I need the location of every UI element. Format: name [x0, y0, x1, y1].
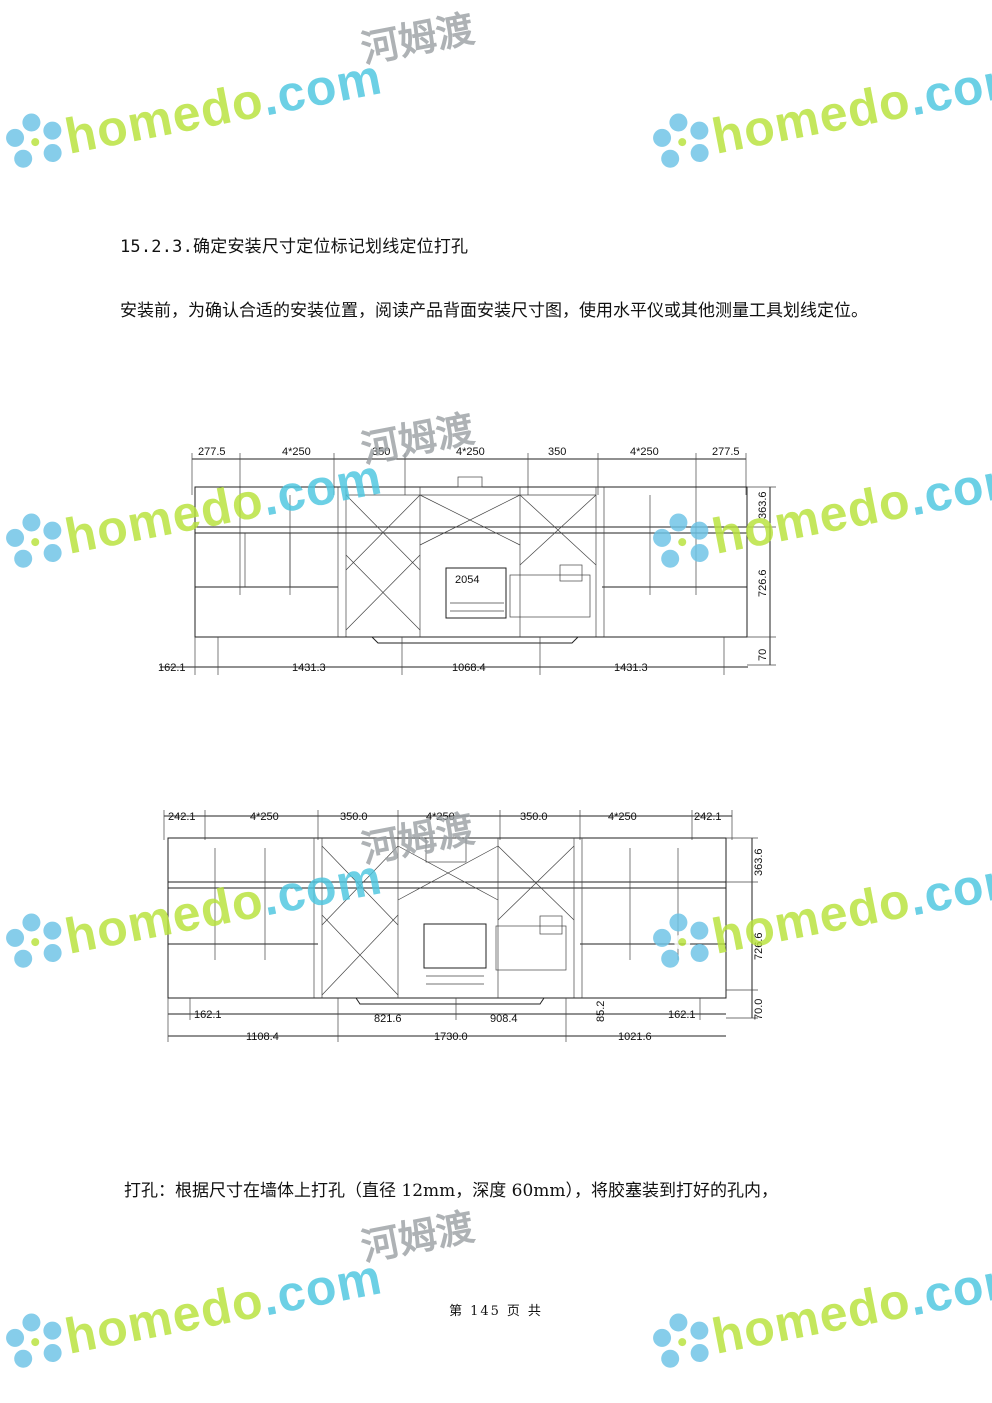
d2-right-dim-2: 726.6 — [753, 932, 765, 960]
d2-bottom-dim-4: 85.2 — [595, 1001, 607, 1022]
page-number: 145 — [470, 1304, 501, 1319]
d2-bottom-dim-3: 908.4 — [490, 1013, 518, 1025]
d2-right-dim-3: 70.0 — [753, 999, 765, 1020]
d1-top-dim-3: 350 — [372, 446, 390, 458]
d2-bottom-dim-8: 1021.6 — [618, 1031, 652, 1043]
d2-right-dim-1: 363.6 — [753, 848, 765, 876]
watermark-logo: homedo.com — [646, 45, 992, 179]
section-heading: 15.2.3.确定安装尺寸定位标记划线定位打孔 — [120, 237, 469, 257]
d1-right-dim-2: 726.6 — [757, 569, 769, 597]
d2-top-dim-7: 242.1 — [694, 811, 722, 823]
installation-drawing-1: 2054 277.5 4*250 350 4*250 350 4*250 277… — [158, 446, 776, 675]
footer-suffix: 共 — [527, 1304, 543, 1319]
watermark-text: homedo.com — [707, 48, 992, 165]
d1-top-dim-1: 277.5 — [198, 446, 226, 458]
d1-top-dim-5: 350 — [548, 446, 566, 458]
d2-bottom-dim-1: 162.1 — [194, 1009, 222, 1021]
watermark-text: homedo.com — [60, 48, 387, 165]
d1-top-dim-2: 4*250 — [282, 446, 311, 458]
flower-icon — [653, 113, 709, 168]
d2-top-dim-1: 242.1 — [168, 811, 196, 823]
d1-top-dim-6: 4*250 — [630, 446, 659, 458]
flower-icon — [6, 113, 62, 168]
footer-mid: 页 — [506, 1304, 522, 1319]
d2-bottom-dim-2: 821.6 — [374, 1013, 402, 1025]
d1-top-dim-7: 277.5 — [712, 446, 740, 458]
d2-bottom-dim-6: 1108.4 — [246, 1031, 279, 1043]
d1-bottom-dim-2: 1431.3 — [292, 662, 326, 674]
d1-bottom-dim-1: 162.1 — [158, 662, 186, 674]
installation-drawing-2: 242.1 4*250 350.0 4*250 350.0 4*250 242.… — [163, 810, 765, 1043]
watermark-cn: 河姆渡 — [357, 1204, 478, 1270]
d2-top-dim-6: 4*250 — [608, 811, 637, 823]
watermark-logo: homedo.com — [0, 45, 387, 179]
d2-bottom-dim-7: 1730.0 — [434, 1031, 468, 1043]
d1-top-dim-4: 4*250 — [456, 446, 485, 458]
footer-prefix: 第 — [449, 1304, 465, 1319]
page-footer: 第 145 页共 — [0, 1300, 992, 1319]
d2-top-dim-3: 350.0 — [340, 811, 368, 823]
d1-bottom-dim-3: 1068.4 — [452, 662, 486, 674]
d2-top-dim-2: 4*250 — [250, 811, 279, 823]
intro-paragraph: 安装前，为确认合适的安装位置，阅读产品背面安装尺寸图，使用水平仪或其他测量工具划… — [120, 301, 868, 321]
d1-bottom-dim-4: 1431.3 — [614, 662, 648, 674]
d1-right-dim-3: 70 — [757, 649, 769, 661]
d1-right-dim-1: 363.6 — [757, 491, 769, 519]
d2-top-dim-5: 350.0 — [520, 811, 548, 823]
drill-paragraph: 打孔：根据尺寸在墙体上打孔（直径 12mm，深度 60mm），将胶塞装到打好的孔… — [124, 1181, 779, 1201]
d2-top-dim-4: 4*250 — [426, 811, 455, 823]
watermark-cn: 河姆渡 — [357, 6, 478, 72]
screen-label-2054: 2054 — [455, 574, 479, 586]
d2-bottom-dim-5: 162.1 — [668, 1009, 696, 1021]
